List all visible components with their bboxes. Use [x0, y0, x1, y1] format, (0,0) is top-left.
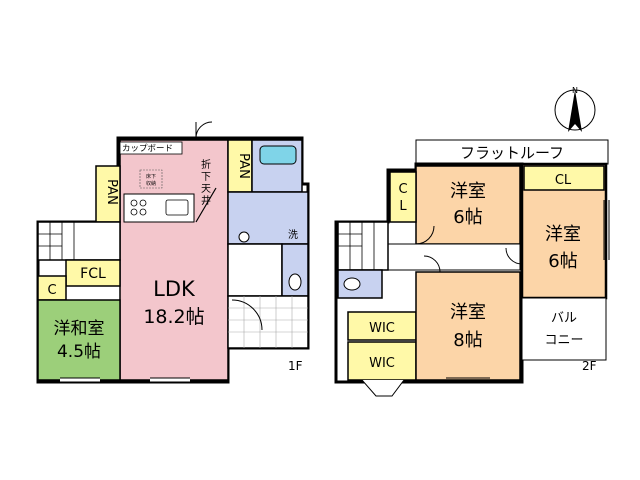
wic2-label: WIC: [369, 356, 395, 371]
balcony-label-1: バル: [551, 311, 577, 326]
room2-size: 6帖: [548, 251, 577, 272]
toilet-bowl-2f: [343, 277, 361, 291]
floor-1: カップボード 床下 収納 折 下 天 井 LDK 18.2帖 PAN PAN F…: [36, 121, 310, 384]
door-arc-room2: [505, 247, 523, 265]
fcl-room: [65, 259, 121, 287]
stove-burner: [130, 208, 138, 216]
compass-arrow-icon: [568, 90, 582, 132]
stove-burner: [139, 208, 147, 216]
door-arc-top: [195, 121, 213, 139]
washroom-label: 洗: [288, 229, 298, 241]
stair-steps-2f: [338, 222, 375, 270]
floor2-label: 2F: [582, 359, 597, 373]
stove-burner: [139, 199, 147, 207]
tatami-room: [37, 299, 121, 381]
compass-north-label: N: [572, 86, 578, 95]
bathtub: [259, 145, 297, 165]
closet-left-label-c: C: [398, 182, 407, 197]
closet-room-1f: [37, 275, 67, 301]
door-arc-room1: [415, 225, 435, 245]
pantry-room: [95, 165, 121, 223]
room1: [415, 165, 521, 245]
room3: [415, 271, 521, 381]
closet-left-label-l: L: [399, 199, 407, 214]
entrance-tiles: [228, 296, 308, 348]
tatami-name: 洋和室: [54, 319, 105, 339]
room1-name: 洋室: [450, 181, 486, 202]
entrance-door-arc: [231, 299, 263, 331]
pantry2-label: PAN: [236, 153, 251, 179]
ldk-name: LDK: [153, 277, 196, 301]
hall-1f: [227, 243, 283, 297]
compass: N: [554, 86, 596, 132]
ceiling-note-2: 下: [201, 172, 211, 183]
ceiling-note-1: 折: [201, 158, 211, 171]
closet-cl-label: CL: [555, 173, 572, 188]
windows-1f: [60, 377, 190, 384]
room3-size: 8帖: [453, 330, 482, 351]
windows-2f: [446, 200, 610, 384]
pantry-label: PAN: [104, 179, 119, 205]
flat-roof-label: フラットルーフ: [460, 144, 564, 162]
closet-cl-2f: [523, 165, 605, 191]
tatami-size: 4.5帖: [57, 342, 101, 362]
ldk-room: [119, 139, 229, 381]
cupboard-label: カップボード: [122, 144, 173, 154]
wash-basin: [238, 231, 250, 243]
floor1-label: 1F: [288, 359, 303, 373]
entrance: [227, 295, 309, 349]
kitchen-sink: [165, 199, 189, 216]
underfloor-storage-box: [139, 169, 163, 189]
bay-window: [361, 379, 405, 397]
cupboard-box: [119, 141, 183, 155]
stove-burner: [130, 199, 138, 207]
closet-label-1f: C: [47, 283, 56, 298]
ceiling-note-3: 天: [201, 184, 211, 195]
wic1-label: WIC: [369, 321, 395, 336]
balcony: [521, 297, 607, 361]
underfloor-label-1: 床下: [146, 173, 156, 180]
room3-name: 洋室: [450, 302, 486, 323]
ceiling-line: [195, 187, 217, 223]
floor-2: フラットルーフ 洋室 6帖 洋室 6帖 洋室 8帖 CL C L WIC WIC…: [334, 139, 610, 397]
ceiling-note-4: 井: [201, 194, 211, 207]
fcl-label: FCL: [80, 266, 106, 282]
stair-steps-1f: [38, 222, 75, 260]
balcony-label-2: コニー: [544, 333, 583, 348]
room1-size: 6帖: [453, 207, 482, 228]
flat-roof: [415, 139, 609, 165]
toilet-bowl: [288, 273, 302, 291]
underfloor-label-2: 収納: [146, 180, 156, 187]
room2-name: 洋室: [545, 224, 581, 245]
ldk-size: 18.2帖: [143, 306, 204, 328]
door-arc-room3: [423, 255, 441, 273]
closet-left-2f: [389, 171, 417, 223]
wic2-room: [347, 341, 417, 381]
